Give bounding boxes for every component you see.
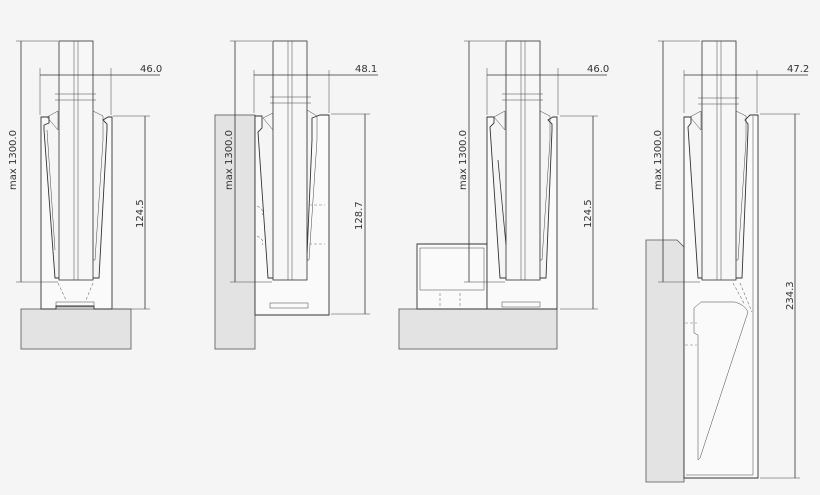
hollow-chamber [693, 301, 749, 461]
concrete-slab [398, 308, 558, 350]
glass-panel [58, 40, 94, 281]
glass-panel [701, 40, 737, 281]
concrete-wall [645, 239, 685, 483]
variant-side-mount-short: max 1300.0 48.1 128.7 [214, 40, 378, 350]
profile-height-label: 234.3 [785, 281, 796, 310]
profile-height-label: 124.5 [583, 199, 594, 228]
variant-floor-mount: max 1300.0 46.0 124.5 [8, 40, 162, 350]
base-channel-profile [254, 114, 330, 316]
base-channel-profile [486, 116, 558, 310]
width-label: 47.2 [787, 64, 809, 75]
height-label: max 1300.0 [653, 130, 664, 190]
height-label: max 1300.0 [8, 130, 19, 190]
cover-channel [416, 243, 488, 310]
width-label: 46.0 [140, 64, 162, 75]
concrete-slab [20, 308, 132, 350]
profile-height-label: 128.7 [354, 201, 365, 230]
base-plate [55, 301, 95, 308]
width-label: 48.1 [355, 64, 377, 75]
variant-floor-mount-with-channel: max 1300.0 46.0 124.5 [398, 40, 609, 350]
glass-panel [272, 40, 308, 281]
profile-height-label: 124.5 [135, 199, 146, 228]
glass-panel [505, 40, 541, 281]
base-channel-profile [683, 114, 759, 479]
height-label: max 1300.0 [458, 130, 469, 190]
height-label: max 1300.0 [224, 130, 235, 190]
variant-side-mount-tall: max 1300.0 47.2 234.3 [645, 40, 809, 483]
width-label: 46.0 [587, 64, 609, 75]
